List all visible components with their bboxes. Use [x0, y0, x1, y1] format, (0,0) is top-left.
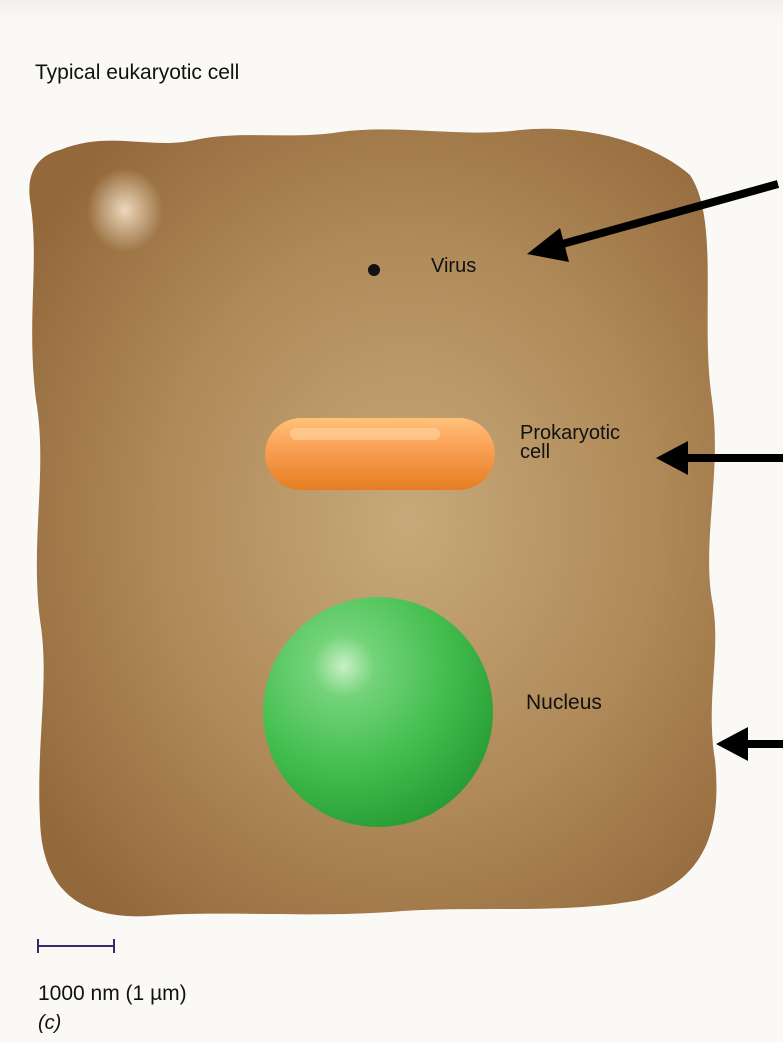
prokaryotic-cell-shine: [290, 428, 440, 440]
virus-dot: [368, 264, 380, 276]
nucleus-sphere: [263, 597, 493, 827]
scale-bar-label: 1000 nm (1 µm): [38, 983, 187, 1004]
scale-bar: [38, 939, 114, 953]
virus-label: Virus: [431, 256, 476, 276]
panel-letter: (c): [38, 1013, 61, 1033]
nucleus-label: Nucleus: [526, 692, 602, 713]
nucleus-arrow: [716, 727, 783, 761]
diagram-title: Typical eukaryotic cell: [35, 62, 239, 83]
prokaryotic-cell-label: Prokaryotic cell: [520, 424, 620, 462]
cell-highlight: [87, 168, 163, 252]
